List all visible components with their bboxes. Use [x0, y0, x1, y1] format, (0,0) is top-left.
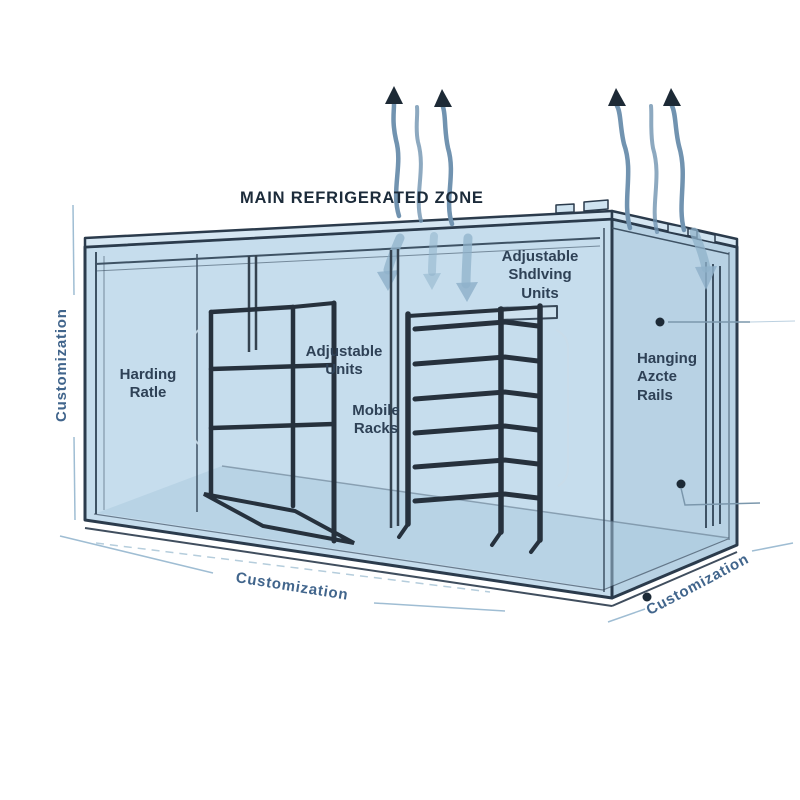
up-arrowhead: [385, 86, 403, 104]
bottomright-callout-line-left: [607, 608, 646, 623]
down-arrowhead: [695, 266, 717, 290]
bottomright-callout-line-right: [751, 542, 794, 552]
up-arrow-stem: [614, 103, 633, 231]
callout-dots: [642, 317, 796, 602]
label-harding-ratle: Harding Ratle: [119, 366, 177, 402]
down-arrow-stem: [461, 233, 473, 289]
bottom-rails: [84, 513, 738, 607]
airflow-down-arrows: [377, 227, 717, 302]
main-zone-title: MAIN REFRIGERATED ZONE: [240, 189, 484, 207]
box-floor: [97, 466, 729, 589]
up-arrowhead: [663, 88, 681, 106]
callout-dot-lower: [676, 479, 686, 489]
callout-dot-bottom: [642, 592, 652, 602]
up-arrow-stem: [440, 104, 455, 227]
left-callout-line-bottom: [73, 436, 76, 521]
left-callout-line-top: [72, 204, 75, 296]
airflow-up-arrows: [385, 86, 687, 234]
rack-shelves: [412, 319, 541, 504]
up-arrow-stem: [649, 104, 659, 234]
label-mobile-racks: Mobile Racks: [352, 402, 400, 438]
ceiling-poles: [247, 249, 400, 528]
up-arrowhead: [608, 88, 626, 106]
up-arrow-stem: [669, 103, 687, 233]
right-rack: [397, 303, 543, 554]
down-arrow-stem: [383, 233, 405, 275]
bottom-callout-line-left: [59, 535, 214, 574]
label-adjustable-units: Adjustable Units: [305, 343, 383, 379]
down-arrowhead: [377, 270, 399, 291]
down-arrowhead: [423, 273, 441, 290]
floor-back-edge: [221, 465, 730, 539]
label-adjustable-shelving-units: Adjustable Shdlving Units: [501, 248, 579, 302]
down-arrow-stem: [428, 232, 438, 276]
up-arrow-stem: [414, 105, 423, 223]
down-arrowhead: [456, 282, 478, 302]
callout-dot-upper: [655, 317, 665, 327]
sketch-dashed-underline: [95, 542, 491, 593]
label-hanging-rails: Hanging Azcte Rails: [637, 350, 697, 404]
left-rack: [203, 300, 355, 545]
rack-feet: [397, 522, 542, 554]
up-arrowhead: [434, 89, 452, 107]
callout-guide-lines: [59, 204, 794, 623]
down-arrow-stem: [689, 227, 711, 273]
interior-frame-lines: [94, 227, 730, 592]
label-customization-left: Customization: [52, 308, 70, 423]
roof-tabs: [555, 199, 716, 244]
bottom-callout-line-right: [373, 602, 506, 612]
ghost-outlines: [191, 325, 569, 487]
up-arrow-stem: [391, 101, 402, 219]
